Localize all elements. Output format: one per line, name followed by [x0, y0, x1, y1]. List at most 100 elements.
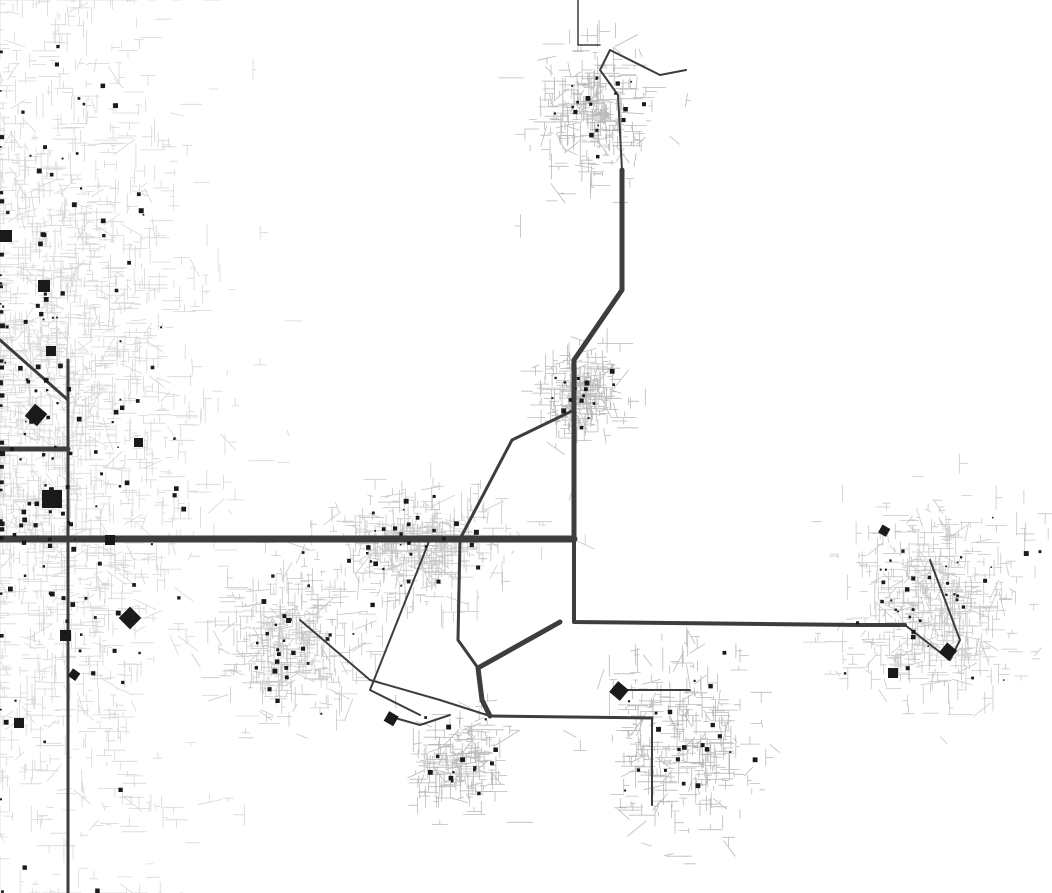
node-dot	[1003, 679, 1005, 681]
node-dot	[614, 92, 616, 94]
node-dot	[677, 748, 680, 751]
node-dot	[70, 602, 75, 607]
node-dot	[0, 310, 3, 313]
node-dot	[971, 677, 974, 680]
node-dot	[0, 480, 4, 484]
node-dot	[283, 640, 286, 643]
node-dot	[729, 751, 731, 753]
node-dot	[347, 559, 351, 563]
node-dot	[597, 125, 599, 127]
node-dot	[407, 541, 411, 545]
node-dot	[1024, 551, 1029, 556]
node-dot	[437, 580, 441, 584]
node-dot	[137, 192, 141, 196]
node-dot	[561, 408, 566, 413]
node-dot	[991, 566, 993, 568]
node-dot	[275, 699, 279, 703]
node-dot	[177, 596, 180, 599]
node-dot	[277, 652, 281, 656]
node-dot	[6, 325, 9, 328]
node-dot	[120, 399, 122, 401]
node-dot	[121, 681, 124, 684]
node-dot	[21, 111, 24, 114]
node-dot	[901, 550, 904, 553]
node-dot	[44, 484, 46, 486]
node-dot	[49, 510, 52, 513]
node-dot	[174, 486, 179, 491]
node-dot	[326, 637, 330, 641]
node-square	[14, 718, 24, 728]
node-dot	[551, 397, 553, 399]
node-dot	[889, 559, 891, 561]
node-dot	[275, 624, 277, 626]
node-square	[38, 280, 50, 292]
node-dot	[44, 297, 49, 302]
node-dot	[723, 651, 727, 655]
node-dot	[596, 155, 600, 159]
node-dot	[143, 214, 145, 216]
node-dot	[569, 398, 573, 402]
node-dot	[0, 323, 5, 328]
node-dot	[992, 517, 994, 519]
node-dot	[119, 485, 122, 488]
node-dot	[19, 523, 23, 527]
node-dot	[682, 745, 687, 750]
node-dot	[102, 234, 105, 237]
node-dot	[946, 582, 949, 585]
node-dot	[160, 326, 162, 328]
node-dot	[78, 97, 81, 100]
node-dot	[46, 416, 50, 420]
node-dot	[616, 81, 620, 85]
node-dot	[432, 529, 436, 533]
node-dot	[656, 727, 661, 732]
node-dot	[0, 593, 2, 595]
node-dot	[404, 499, 409, 504]
node-dot	[580, 426, 584, 430]
node-dot	[0, 798, 2, 800]
node-dot	[382, 568, 384, 570]
node-dot	[101, 219, 106, 224]
node-dot	[43, 565, 45, 567]
node-dot	[880, 600, 884, 604]
node-dot	[911, 635, 916, 640]
node-dot	[0, 146, 2, 148]
node-dot	[282, 614, 286, 618]
node-dot	[276, 648, 279, 651]
node-dot	[0, 522, 5, 527]
node-dot	[132, 583, 136, 587]
node-dot	[127, 261, 131, 265]
node-dot	[0, 519, 3, 522]
node-dot	[79, 650, 82, 653]
node-dot	[956, 594, 959, 597]
node-dot	[584, 387, 588, 391]
node-dot	[564, 381, 566, 383]
node-dot	[173, 437, 176, 440]
node-dot	[0, 489, 3, 492]
node-dot	[895, 609, 897, 611]
node-dot	[94, 616, 97, 619]
node-dot	[0, 303, 2, 305]
node-dot	[24, 433, 26, 435]
node-dot	[6, 211, 9, 214]
node-dot	[61, 512, 65, 516]
node-dot	[151, 366, 155, 370]
node-dot	[474, 530, 479, 535]
node-dot	[596, 76, 599, 79]
node-dot	[0, 274, 2, 276]
node-dot	[0, 90, 2, 92]
node-dot	[366, 545, 371, 550]
node-dot	[897, 611, 899, 613]
node-dot	[711, 723, 715, 727]
node-dot	[91, 671, 95, 675]
node-dot	[54, 446, 56, 448]
node-dot	[98, 562, 102, 566]
node-dot	[56, 402, 58, 404]
node-dot	[120, 340, 122, 342]
node-dot	[493, 748, 498, 753]
node-square	[0, 230, 12, 242]
node-dot	[399, 532, 402, 535]
node-dot	[85, 597, 88, 600]
node-dot	[37, 169, 42, 174]
node-dot	[307, 662, 310, 665]
node-dot	[23, 865, 27, 869]
